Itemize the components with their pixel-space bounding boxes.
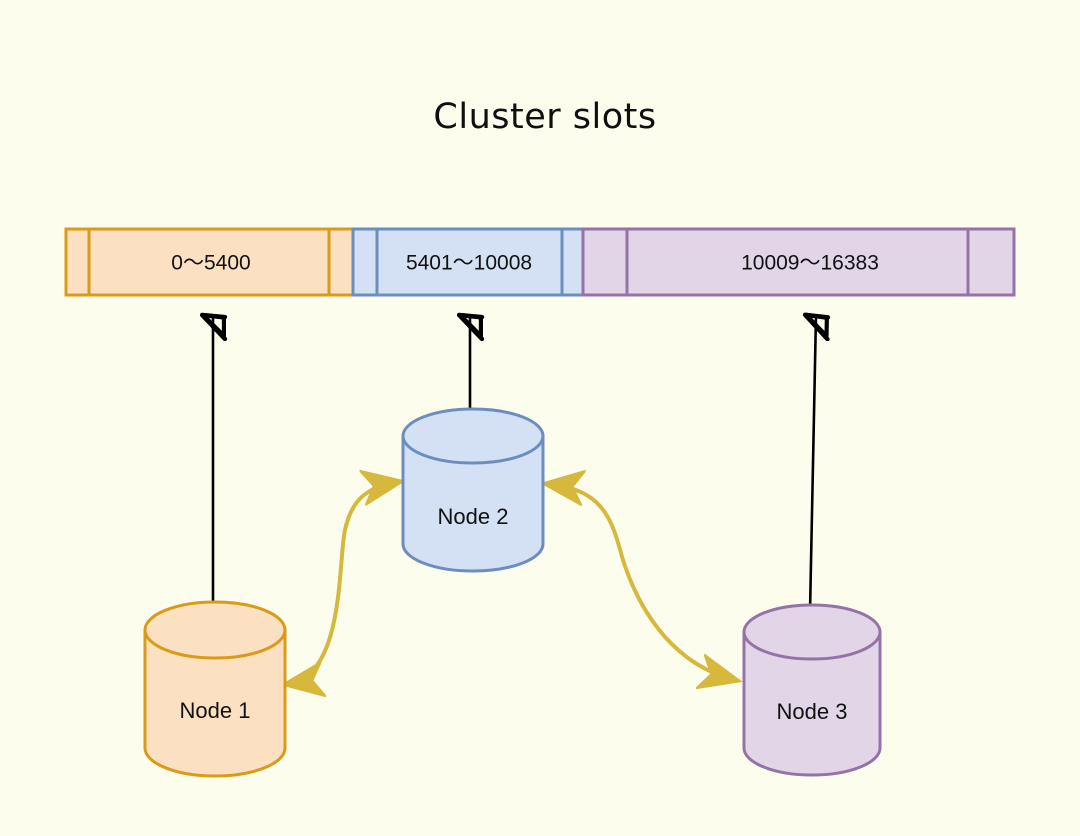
node-2[interactable]: Node 2 <box>401 407 545 573</box>
slot-segment-2[interactable]: 5401～10008 <box>351 227 585 297</box>
slot-segment-1-body <box>64 227 355 297</box>
node-1[interactable]: Node 1 <box>143 600 287 778</box>
node-1-label: Node 1 <box>180 698 251 723</box>
slot-segment-1[interactable]: 0～5400 <box>64 227 355 297</box>
gossip-curve-right <box>548 484 735 680</box>
node-3-top <box>742 603 882 661</box>
node-1-top <box>143 600 287 660</box>
slot-segment-3-body <box>581 227 1016 297</box>
node-2-label: Node 2 <box>438 504 509 529</box>
connector-node1-node2-gossip <box>288 482 398 684</box>
gossip-curve-left <box>288 482 398 684</box>
slot-segment-3-label: 10009～16383 <box>741 252 879 275</box>
node-1-body <box>143 628 287 778</box>
node-3-label: Node 3 <box>777 699 848 724</box>
node-2-body <box>401 434 545 573</box>
slot-segment-3[interactable]: 10009～16383 <box>581 227 1016 297</box>
page-title: Cluster slots <box>433 97 656 137</box>
node-3-body <box>742 630 882 777</box>
slot-segment-2-label: 5401～10008 <box>406 252 532 275</box>
slot-segment-1-label: 0～5400 <box>171 252 250 275</box>
node-2-top <box>401 407 545 465</box>
node-3[interactable]: Node 3 <box>742 603 882 777</box>
connector-node3-to-slots <box>810 315 816 613</box>
connector-node3-line <box>810 315 816 613</box>
connector-node2-node3-gossip <box>548 484 735 680</box>
